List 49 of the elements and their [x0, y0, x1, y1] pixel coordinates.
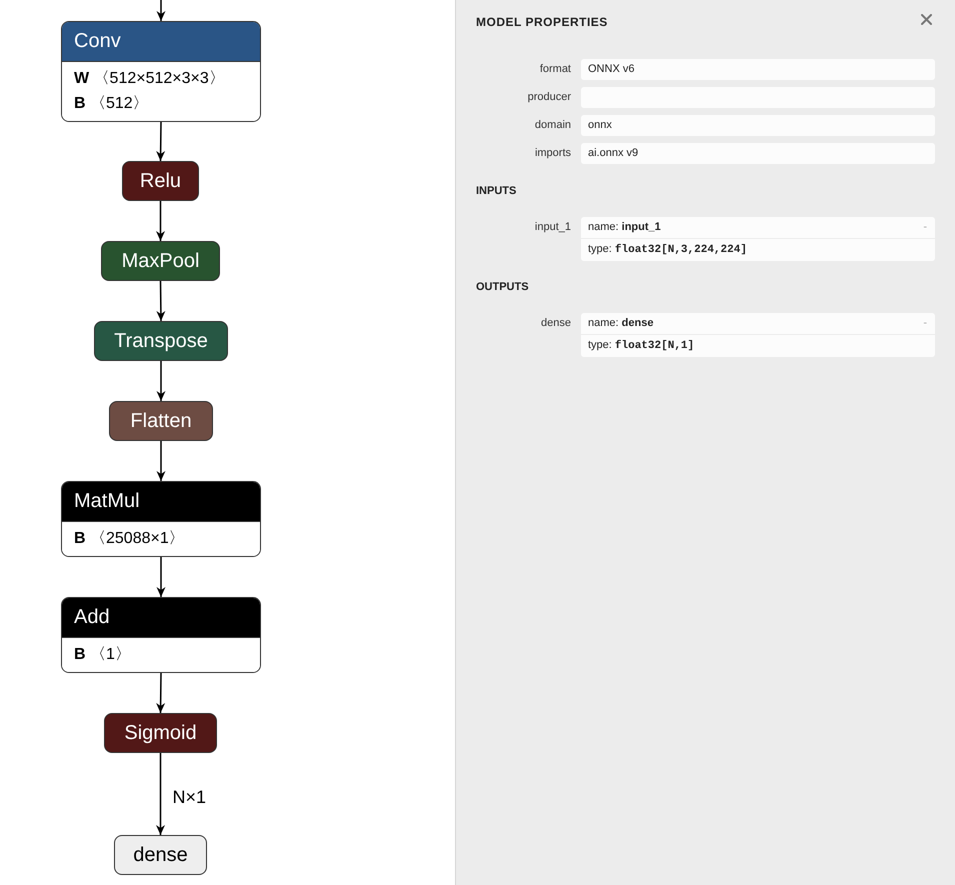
property-key: format — [456, 59, 571, 80]
attribute-text: B 〈512〉 — [73, 94, 150, 114]
argument-name: name: dense — [587, 316, 654, 331]
arrow — [156, 557, 166, 597]
argument-name: name: input_1 — [587, 220, 662, 235]
property-key: producer — [456, 87, 571, 108]
collapse-toggle: - — [923, 217, 927, 238]
operator-node — [101, 241, 220, 281]
attribute-text: B 〈25088×1〉 — [73, 529, 186, 549]
value-field: onnx — [581, 115, 935, 136]
collapse-toggle: - — [923, 313, 927, 334]
value-field: ai.onnx v9 — [581, 143, 935, 164]
arrow — [156, 361, 166, 401]
operator-node — [109, 401, 213, 441]
panel-title: MODEL PROPERTIES — [476, 14, 608, 30]
arrow — [156, 280, 166, 322]
arrow — [156, 753, 165, 835]
argument-type: type: float32[N,3,224,224] — [587, 242, 748, 258]
section-heading: OUTPUTS — [476, 280, 529, 294]
node-title: Add — [62, 598, 260, 638]
output-node — [114, 835, 207, 875]
operator-node — [61, 597, 261, 673]
node-title: MatMul — [62, 482, 260, 522]
node-label: Relu — [140, 169, 182, 193]
node-title: Conv — [62, 22, 260, 62]
argument-type: type: float32[N,1] — [587, 338, 696, 354]
node-label: Flatten — [130, 409, 192, 433]
operator-node — [94, 321, 228, 361]
attribute-text: W 〈512×512×3×3〉 — [73, 69, 226, 89]
property-key: imports — [456, 143, 571, 164]
arrow — [156, 441, 166, 481]
value-field: ONNX v6 — [581, 59, 935, 80]
operator-node — [61, 481, 261, 557]
operator-node — [61, 21, 261, 122]
section-heading: INPUTS — [476, 184, 516, 198]
attribute-text: B 〈1〉 — [73, 645, 132, 665]
node-label: Sigmoid — [124, 721, 197, 745]
arrow — [156, 672, 166, 714]
arrow — [156, 201, 165, 241]
node-label: MaxPool — [122, 249, 200, 273]
node-label: dense — [133, 843, 188, 867]
property-key: domain — [456, 115, 571, 136]
arrow — [156, 0, 166, 21]
operator-node — [122, 161, 199, 201]
arrow — [156, 122, 166, 162]
argument-key: input_1 — [456, 217, 571, 238]
argument-key: dense — [456, 313, 571, 334]
operator-node — [104, 713, 217, 753]
node-label: Transpose — [114, 329, 208, 353]
